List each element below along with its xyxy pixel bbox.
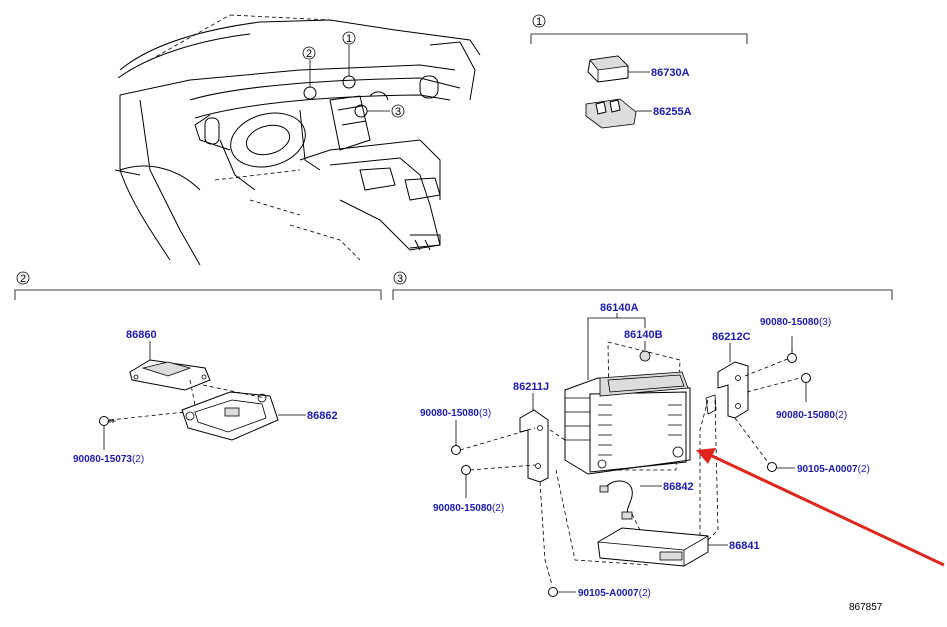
bolt-icon <box>787 350 797 363</box>
section-2-number: 2 <box>20 273 26 285</box>
bolt-icon <box>801 373 811 383</box>
part-86212C-illustration <box>705 361 749 419</box>
bolt-icon <box>548 587 558 597</box>
part-86860-illustration <box>129 359 211 391</box>
part-86841-label[interactable]: 86841 <box>729 540 760 552</box>
bolt-90080-15080-left-bottom-label[interactable]: 90080-15080(2) <box>433 503 504 514</box>
part-86842-illustration <box>599 480 633 520</box>
part-86140A-label[interactable]: 86140A <box>600 302 639 314</box>
callout-1-label: 1 <box>346 33 352 45</box>
vehicle-interior-illustration <box>114 14 481 266</box>
part-86211J-illustration <box>519 409 549 483</box>
callout-3: 3 <box>391 104 405 118</box>
highlight-arrow <box>696 448 945 567</box>
part-86730A-label[interactable]: 86730A <box>651 67 690 79</box>
bolt-icon <box>451 445 461 455</box>
callout-2: 2 <box>302 46 316 60</box>
bolt-90105-A0007-bottom-label[interactable]: 90105-A0007(2) <box>578 588 651 599</box>
callout-1: 1 <box>342 31 356 45</box>
section-3: 3 86140A 86140B 86212C <box>392 271 893 599</box>
section-2: 2 86860 86862 90080-15073(2) <box>14 271 382 465</box>
part-86842-label[interactable]: 86842 <box>663 481 694 493</box>
section-1-number: 1 <box>536 16 542 28</box>
bolt-90080-15080-right-bottom-label[interactable]: 90080-15080(2) <box>776 410 847 421</box>
bolt-90080-15080-right-top-label[interactable]: 90080-15080(3) <box>760 317 831 328</box>
part-86841-illustration <box>597 527 709 567</box>
part-86255A-illustration <box>585 98 652 129</box>
part-86730A-illustration <box>587 55 650 83</box>
callout-3-label: 3 <box>395 106 401 118</box>
section-1: 1 86730A 86255A <box>530 14 748 129</box>
part-86212C-label[interactable]: 86212C <box>712 331 751 343</box>
bolt-90080-15080-left-top-label[interactable]: 90080-15080(3) <box>420 408 491 419</box>
part-86862-label[interactable]: 86862 <box>307 410 338 422</box>
part-86860-label[interactable]: 86860 <box>126 329 157 341</box>
bolt-icon <box>461 465 471 475</box>
bolt-90105-A0007-right-label[interactable]: 90105-A0007(2) <box>797 464 870 475</box>
bolt-icon <box>767 462 777 472</box>
part-86140B-label[interactable]: 86140B <box>624 329 663 341</box>
bolt-icon <box>99 416 116 426</box>
diagram-reference-number: 867857 <box>849 602 883 613</box>
knob-icon <box>639 350 651 362</box>
part-86211J-label[interactable]: 86211J <box>513 381 549 393</box>
callout-2-label: 2 <box>306 48 312 60</box>
part-86140A-illustration <box>564 371 691 475</box>
section-3-number: 3 <box>397 273 403 285</box>
part-86255A-label[interactable]: 86255A <box>653 106 692 118</box>
part-86862-illustration <box>181 391 279 441</box>
bolt-90080-15073-label[interactable]: 90080-15073(2) <box>73 454 144 465</box>
